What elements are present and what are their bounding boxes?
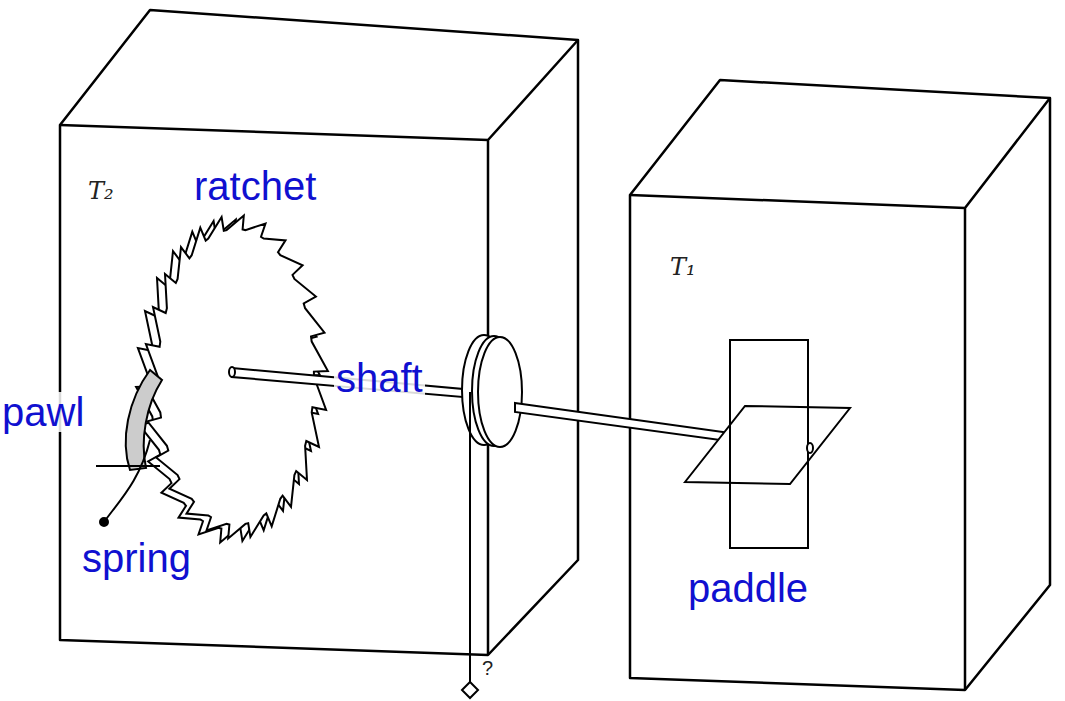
box-outline: [60, 10, 578, 655]
part-name: paddle: [686, 568, 810, 608]
question-mark: ?: [480, 658, 495, 678]
shaft-end: [807, 443, 813, 453]
spring: [104, 440, 150, 522]
spring-anchor: [100, 518, 108, 526]
part-name: spring: [80, 538, 193, 578]
box-outline: [630, 80, 1050, 690]
pawl: [126, 370, 162, 470]
part-name: shaft: [334, 358, 425, 398]
string: [469, 392, 471, 682]
shaft-end: [229, 367, 235, 377]
box-edges: [630, 98, 1050, 690]
temperature-label: T₂: [88, 177, 114, 205]
part-name: ratchet: [192, 166, 318, 206]
pawl-pivot: [96, 465, 160, 467]
paddle-vane: [685, 406, 850, 484]
pulley-disc: [478, 337, 522, 447]
temperature-label: T₁: [670, 253, 696, 281]
box-edges: [60, 40, 578, 655]
part-name: pawl: [0, 392, 86, 432]
weight: [462, 682, 478, 698]
